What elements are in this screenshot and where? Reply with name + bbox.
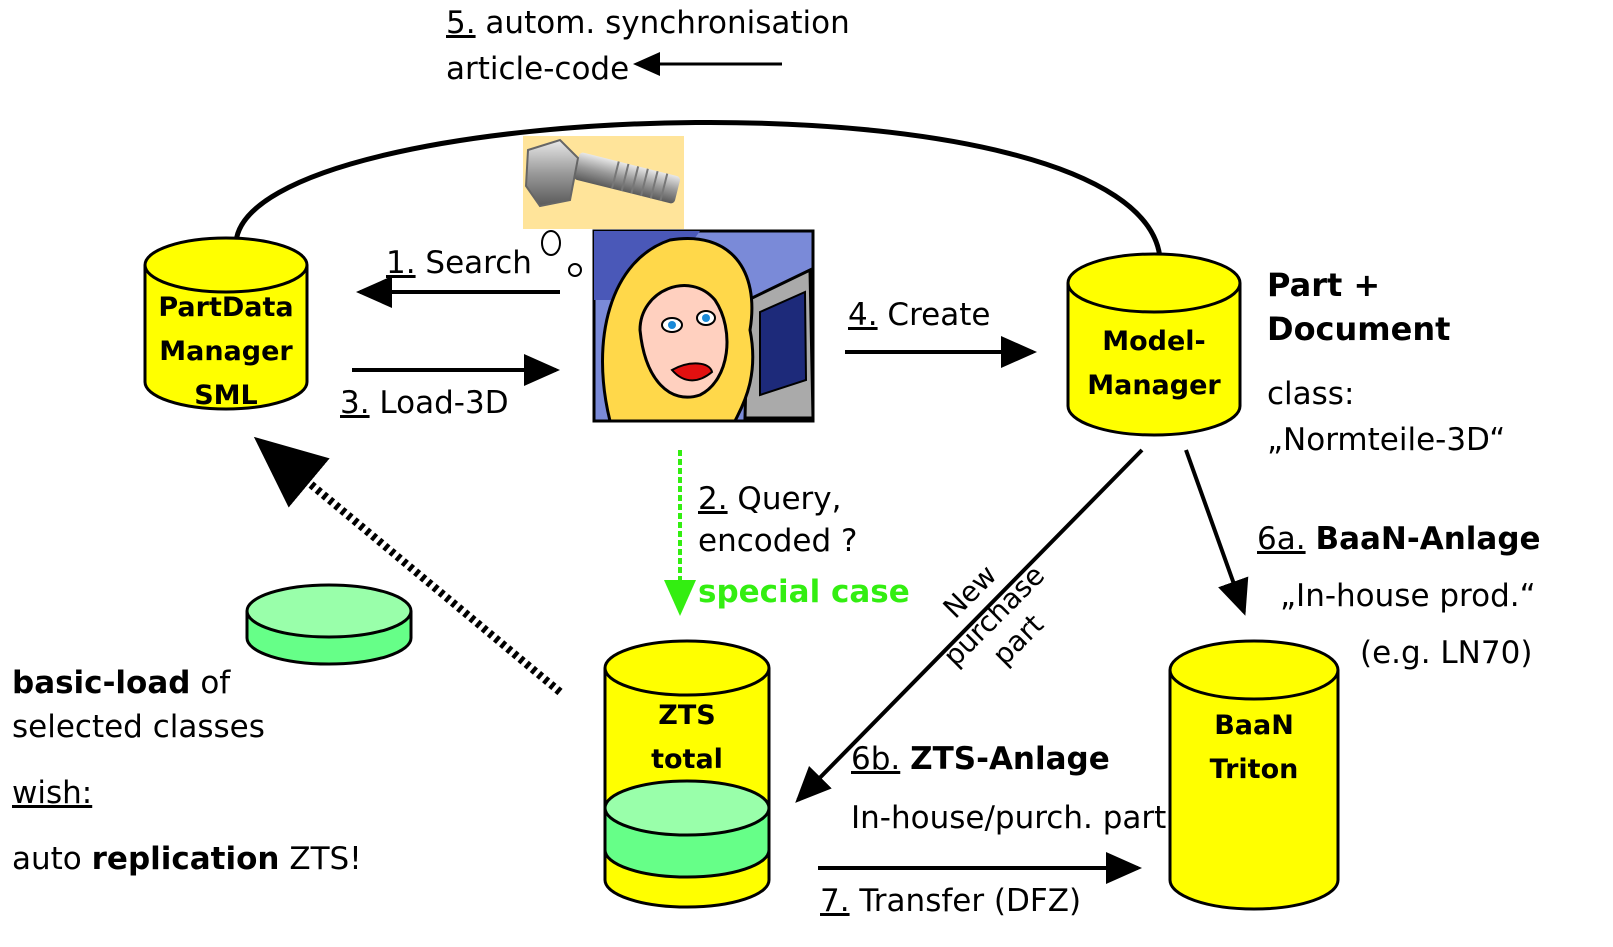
wish-label: wish: bbox=[12, 775, 93, 811]
arrow-new-purchase-part bbox=[795, 448, 1144, 803]
cylinder-partdata-manager bbox=[143, 236, 309, 411]
step6b-label: 6b. ZTS-Anlage bbox=[851, 741, 1110, 777]
step2-label: 2. Query, bbox=[698, 481, 842, 517]
green-disk bbox=[245, 583, 413, 666]
class-label: class: bbox=[1267, 376, 1355, 412]
special-case-label: special case bbox=[698, 574, 910, 610]
step6a-sub2: (e.g. LN70) bbox=[1360, 635, 1533, 671]
cylinder-zts-total bbox=[603, 639, 771, 909]
step6a-label: 6a. BaaN-Anlage bbox=[1257, 521, 1541, 557]
part-document-line2: Document bbox=[1267, 310, 1451, 348]
woman-at-computer-image bbox=[592, 229, 815, 423]
selected-classes-label: selected classes bbox=[12, 709, 265, 745]
cylinder-label-model-manager: Model-Manager bbox=[1087, 326, 1221, 401]
part-document-line1: Part + bbox=[1267, 266, 1381, 304]
thought-bubble-icon bbox=[541, 230, 582, 277]
auto-replication-label: auto replication ZTS! bbox=[12, 841, 362, 877]
step5-label: 5. autom. synchronisation bbox=[446, 5, 850, 41]
step1-label: 1. Search bbox=[386, 245, 532, 281]
step3-label: 3. Load-3D bbox=[340, 385, 509, 421]
arrow-replication bbox=[253, 436, 563, 696]
step7-label: 7. Transfer (DFZ) bbox=[820, 883, 1082, 919]
cylinder-model-manager bbox=[1066, 252, 1242, 437]
class-value: „Normteile-3D“ bbox=[1267, 422, 1506, 458]
step4-label: 4. Create bbox=[848, 297, 991, 333]
step6b-sub: In-house/purch. part bbox=[851, 800, 1167, 836]
step5-line2: article-code bbox=[446, 51, 630, 87]
arrow-baan-anlage bbox=[1184, 449, 1249, 616]
step6a-sub1: „In-house prod.“ bbox=[1280, 578, 1536, 614]
cylinder-baan-triton bbox=[1168, 639, 1340, 911]
bolt-image bbox=[523, 136, 684, 229]
sync-arc bbox=[233, 120, 1163, 259]
basic-load-label: basic-load of bbox=[12, 665, 231, 701]
step2-line2: encoded ? bbox=[698, 523, 858, 559]
